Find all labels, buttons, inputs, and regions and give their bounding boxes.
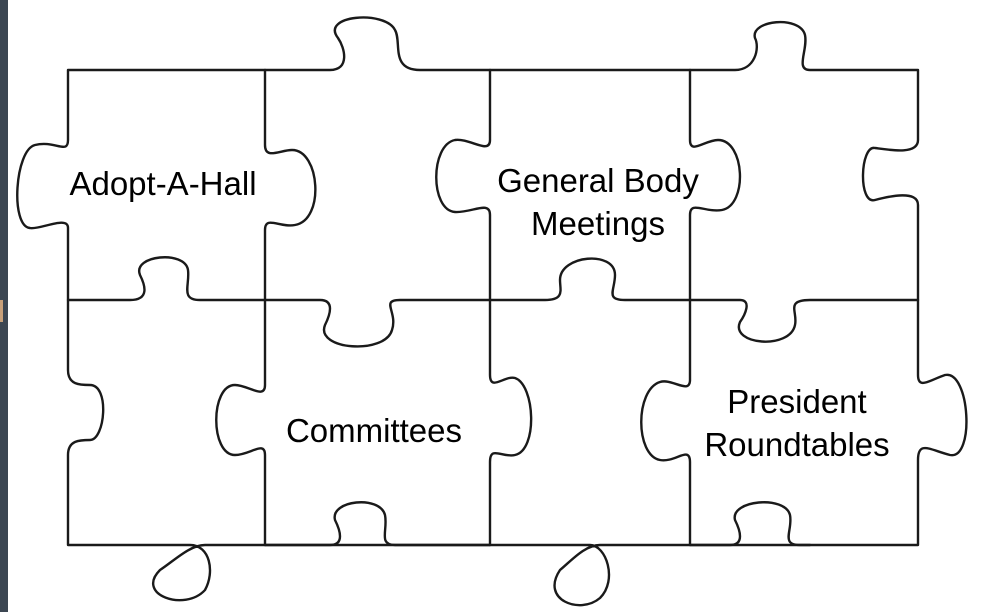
piece-label-president-line1: President [727, 383, 866, 420]
piece-label-adopt-a-hall: Adopt-A-Hall [69, 165, 256, 202]
left-edge-mark [0, 300, 3, 322]
piece-label-general-body-line1: General Body [497, 162, 699, 199]
puzzle-bottom-blank-committees [263, 501, 492, 547]
puzzle-vertical-seam-1 [215, 68, 317, 547]
puzzle-outer-border [16, 16, 968, 607]
piece-label-committees: Committees [286, 412, 462, 449]
piece-label-general-body-line2: Meetings [531, 205, 665, 242]
puzzle-vertical-seam-2 [435, 68, 533, 547]
puzzle-vertical-seam-3 [640, 68, 742, 547]
puzzle-horizontal-seam [66, 256, 920, 348]
puzzle-bottom-blank-roundtables [688, 501, 812, 547]
piece-label-president-line2: Roundtables [704, 426, 889, 463]
left-edge-strip [0, 0, 8, 612]
